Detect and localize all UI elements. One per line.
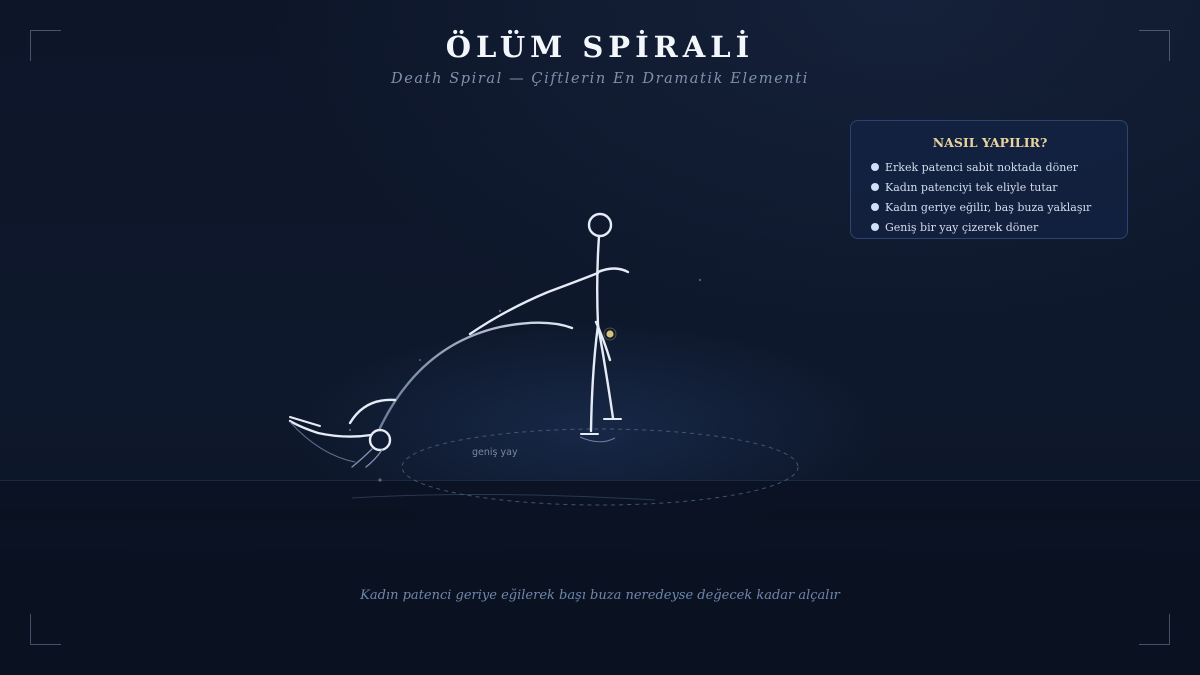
how-to-step-text: Kadın geriye eğilir, baş buza yaklaşır xyxy=(885,200,1092,214)
bullet-dot-icon xyxy=(871,183,879,191)
male-skater-figure xyxy=(468,212,630,435)
bullet-dot-icon xyxy=(871,223,879,231)
page-subtitle: Death Spiral — Çiftlerin En Dramatik Ele… xyxy=(391,71,809,87)
corner-frame-bottom-left xyxy=(30,614,61,645)
pivot-point-marker xyxy=(603,327,617,341)
how-to-step-text: Kadın patenciyi tek eliyle tutar xyxy=(885,180,1058,194)
how-to-step-text: Erkek patenci sabit noktada döner xyxy=(885,160,1079,174)
bullet-dot-icon xyxy=(871,163,879,171)
corner-frame-top-left xyxy=(30,30,61,61)
female-skater-figure xyxy=(288,398,397,468)
how-to-step-text: Geniş bir yay çizerek döner xyxy=(885,220,1039,234)
how-to-title: NASIL YAPILIR? xyxy=(932,135,1048,150)
connecting-arms xyxy=(378,321,574,430)
page-title: ÖLÜM SPİRALİ xyxy=(445,30,755,64)
how-to-step: Erkek patenci sabit noktada döner xyxy=(871,157,1109,177)
how-to-list: Erkek patenci sabit noktada döner Kadın … xyxy=(871,157,1109,237)
caption-text: Kadın patenci geriye eğilerek başı buza … xyxy=(360,588,840,603)
ice-surface xyxy=(0,480,1200,675)
corner-frame-bottom-right xyxy=(1139,614,1170,645)
spiral-arc-path xyxy=(351,428,799,506)
corner-frame-top-right xyxy=(1139,30,1170,61)
how-to-step: Kadın geriye eğilir, baş buza yaklaşır xyxy=(871,197,1109,217)
how-to-panel: NASIL YAPILIR? Erkek patenci sabit nokta… xyxy=(850,120,1128,239)
how-to-step: Geniş bir yay çizerek döner xyxy=(871,217,1109,237)
arc-label: geniş yay xyxy=(472,447,518,458)
background-stars xyxy=(348,278,702,482)
bullet-dot-icon xyxy=(871,203,879,211)
how-to-step: Kadın patenciyi tek eliyle tutar xyxy=(871,177,1109,197)
